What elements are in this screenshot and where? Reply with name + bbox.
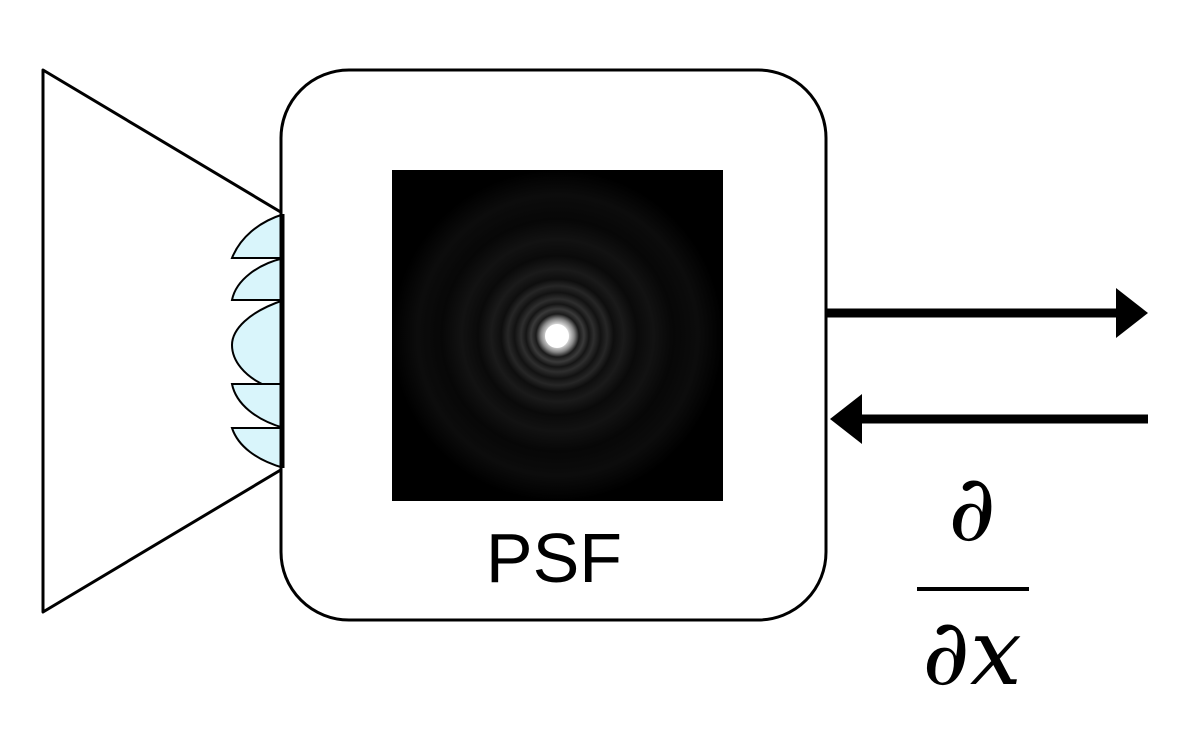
psf-label: PSF xyxy=(486,519,622,597)
lens-elements xyxy=(230,212,285,470)
arrow-right-icon xyxy=(826,288,1148,338)
lens-element-1 xyxy=(230,212,285,259)
derivative-numerator: ∂ xyxy=(948,455,996,562)
derivative-operator: ∂ ∂x xyxy=(917,455,1029,706)
lens-element-2 xyxy=(230,256,285,301)
arrow-left-icon xyxy=(830,394,1148,444)
derivative-denominator: ∂x xyxy=(922,599,1021,706)
lens-element-3 xyxy=(230,298,285,385)
psf-image xyxy=(392,170,723,501)
